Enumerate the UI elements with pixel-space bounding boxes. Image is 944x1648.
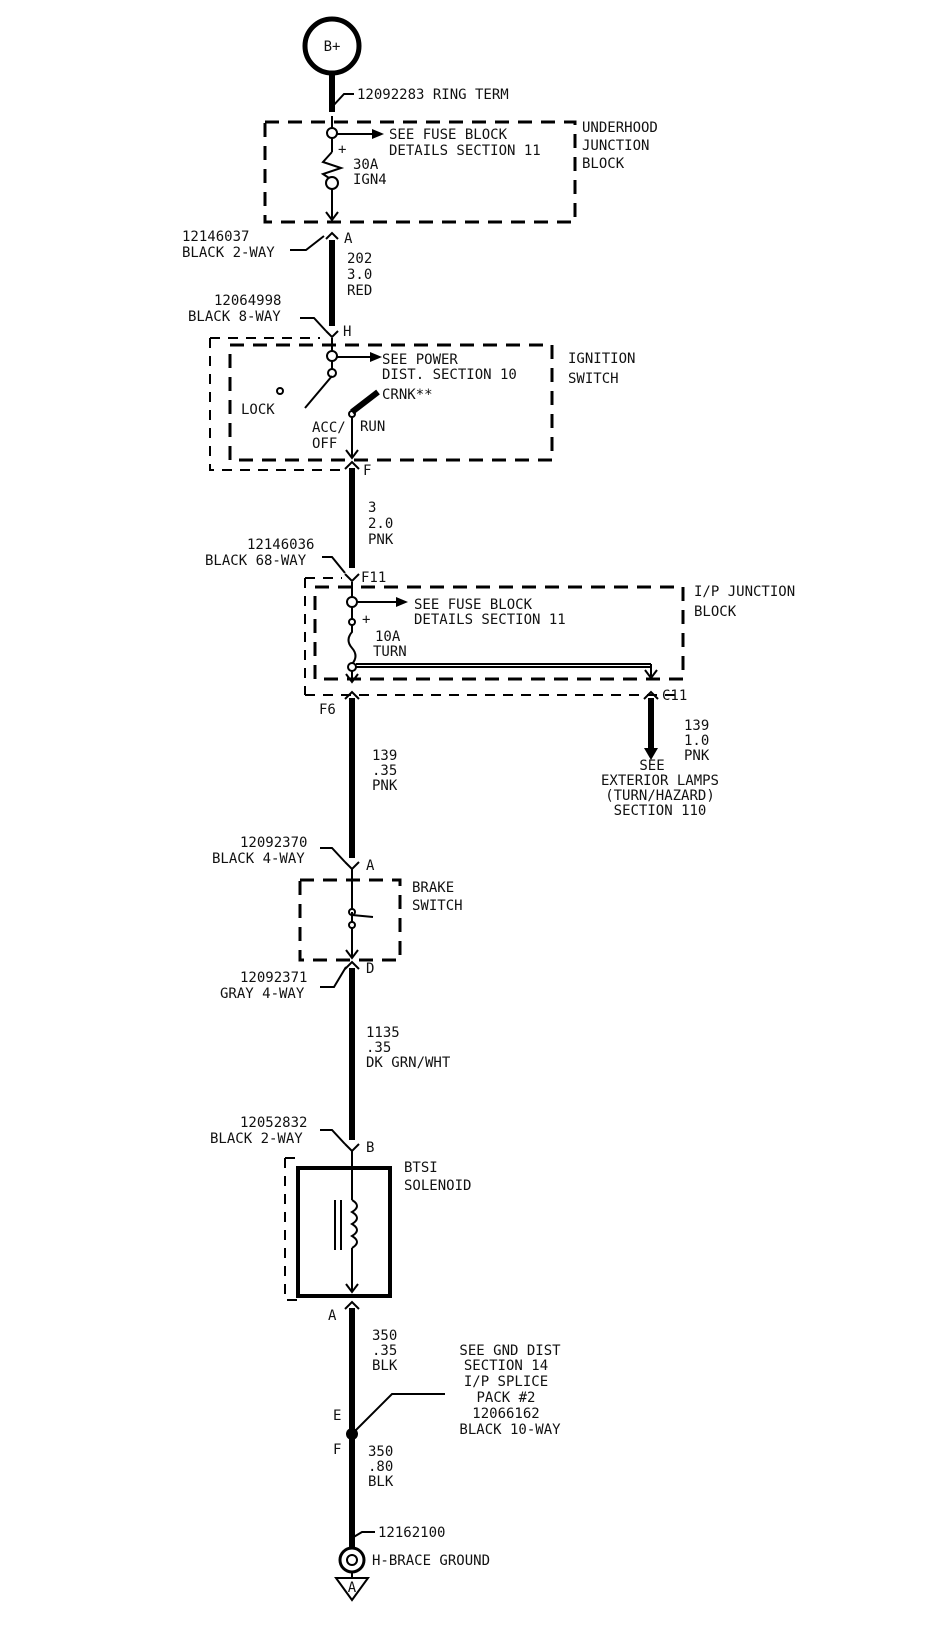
conn3-pin: F11: [361, 570, 386, 586]
underhood-junction-block-outline: [263, 120, 577, 224]
wire5-gauge: .35: [372, 1343, 397, 1359]
ignition-crank-label: CRNK**: [382, 387, 433, 403]
wire4-gauge: .35: [366, 1040, 391, 1056]
underhood-note-line1: SEE FUSE BLOCK: [389, 127, 508, 143]
branch-see-line2: EXTERIOR LAMPS: [601, 773, 719, 789]
underhood-note-line2: DETAILS SECTION 11: [389, 143, 541, 159]
wire2-color: PNK: [368, 532, 394, 548]
underhood-title-line2: JUNCTION: [582, 138, 649, 154]
conn2-pin: H: [343, 324, 351, 340]
conn4-desc: BLACK 4-WAY: [212, 851, 305, 867]
underhood-fuse-rating: 30A: [353, 157, 379, 173]
conn2-part: 12064998: [214, 293, 281, 309]
wire6-gauge: .80: [368, 1459, 393, 1475]
branch-gauge: 1.0: [684, 733, 709, 749]
brake-title-line1: BRAKE: [412, 880, 454, 896]
wire5-color: BLK: [372, 1358, 398, 1374]
splice-note-line4: PACK #2: [476, 1390, 535, 1406]
conn5-part: 12092371: [240, 970, 307, 986]
branch-circuit: 139: [684, 718, 709, 734]
wire2-gauge: 2.0: [368, 516, 393, 532]
splice-pin-f: F: [333, 1442, 341, 1458]
ip-fuse-name: TURN: [373, 644, 407, 660]
ignition-run-label: RUN: [360, 419, 385, 435]
splice-note-line6: BLACK 10-WAY: [459, 1422, 561, 1438]
btsi-title-line2: SOLENOID: [404, 1178, 471, 1194]
ip-fuse-rating: 10A: [375, 629, 401, 645]
ip-title-line1: I/P JUNCTION: [694, 584, 795, 600]
battery-positive-source: B+: [302, 16, 362, 76]
conn5-pin: D: [366, 961, 374, 977]
branch-see-line4: SECTION 110: [614, 803, 707, 819]
wire3-circuit: 139: [372, 748, 397, 764]
conn5-desc: GRAY 4-WAY: [220, 986, 305, 1002]
splice-note-line1: SEE GND DIST: [459, 1343, 561, 1359]
wire3-gauge: .35: [372, 763, 397, 779]
splice-note-line3: I/P SPLICE: [464, 1374, 548, 1390]
ignition-lock-label: LOCK: [241, 402, 275, 418]
conn1-desc: BLACK 2-WAY: [182, 245, 275, 261]
splice-pin-e: E: [333, 1408, 341, 1424]
conn4-part: 12092370: [240, 835, 307, 851]
ip-junction-block-outline: [313, 585, 685, 681]
ground-part: 12162100: [378, 1525, 445, 1541]
branch-see: SEE: [639, 758, 664, 774]
underhood-plus: +: [338, 142, 346, 158]
wire1-gauge: 3.0: [347, 267, 372, 283]
splice-note-line2: SECTION 14: [464, 1358, 548, 1374]
brake-switch-outline: [298, 878, 402, 962]
conn6-part: 12052832: [240, 1115, 307, 1131]
ip-plus: +: [362, 612, 370, 628]
ip-pin-right: C11: [662, 688, 687, 704]
wire4-color: DK GRN/WHT: [366, 1055, 451, 1071]
conn6-pin: B: [366, 1140, 374, 1156]
branch-color: PNK: [684, 748, 710, 764]
btsi-pin-out: A: [328, 1308, 337, 1324]
conn1-pin: A: [344, 231, 353, 247]
conn4-pin: A: [366, 858, 375, 874]
conn2-desc: BLACK 8-WAY: [188, 309, 281, 325]
wire1-color: RED: [347, 283, 372, 299]
ip-note-line1: SEE FUSE BLOCK: [414, 597, 533, 613]
ignition-note-line2: DIST. SECTION 10: [382, 367, 517, 383]
branch-see-line3: (TURN/HAZARD): [605, 788, 715, 804]
ip-title-line2: BLOCK: [694, 604, 737, 620]
btsi-solenoid-outline: [296, 1166, 392, 1298]
brake-title-line2: SWITCH: [412, 898, 463, 914]
ground-symbol-icon: A: [334, 1546, 370, 1602]
ip-note-line2: DETAILS SECTION 11: [414, 612, 566, 628]
ignition-off-label: OFF: [312, 436, 337, 452]
ignition-acc-label: ACC/: [312, 420, 346, 436]
btsi-title-line1: BTSI: [404, 1160, 438, 1176]
wire3-color: PNK: [372, 778, 398, 794]
wire4-circuit: 1135: [366, 1025, 400, 1041]
conn6-desc: BLACK 2-WAY: [210, 1131, 303, 1147]
ignition-switch-outline: [228, 343, 554, 462]
splice-note-line5: 12066162: [472, 1406, 539, 1422]
wire1-circuit: 202: [347, 251, 372, 267]
ignition-title-line2: SWITCH: [568, 371, 619, 387]
underhood-title-line3: BLOCK: [582, 156, 625, 172]
wire6-color: BLK: [368, 1474, 394, 1490]
underhood-fuse-name: IGN4: [353, 172, 387, 188]
ground-label: H-BRACE GROUND: [372, 1553, 490, 1569]
ring-terminal-label: 12092283 RING TERM: [357, 87, 509, 103]
wire5-circuit: 350: [372, 1328, 397, 1344]
underhood-title-line1: UNDERHOOD: [582, 120, 658, 136]
ignition-note-line1: SEE POWER: [382, 352, 458, 368]
wire2-circuit: 3: [368, 500, 376, 516]
ignition-title-line1: IGNITION: [568, 351, 635, 367]
conn1-part: 12146037: [182, 229, 249, 245]
wire6-circuit: 350: [368, 1444, 393, 1460]
conn3-desc: BLACK 68-WAY: [205, 553, 307, 569]
conn3-part: 12146036: [247, 537, 314, 553]
ground-letter: A: [348, 1580, 357, 1596]
ignition-pin-out: F: [363, 463, 371, 479]
source-label: B+: [324, 39, 341, 55]
ip-pin-left: F6: [319, 702, 336, 718]
